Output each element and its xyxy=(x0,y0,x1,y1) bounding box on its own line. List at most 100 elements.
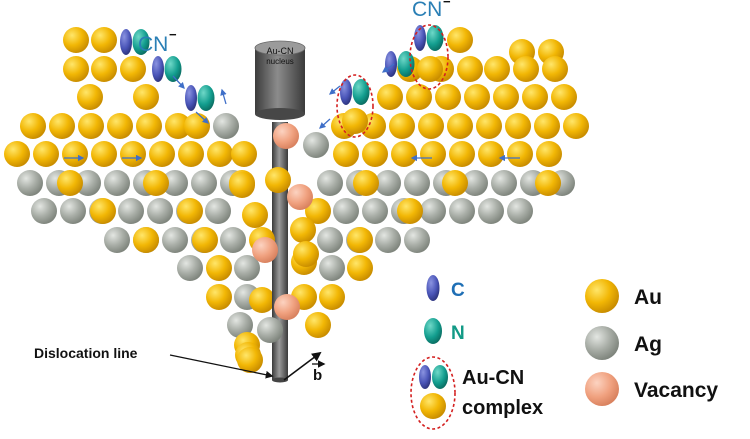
lattice-back xyxy=(4,27,589,368)
ag-atom xyxy=(162,170,188,196)
au-atom xyxy=(184,113,210,139)
ag-atom xyxy=(507,198,533,224)
au-atom xyxy=(534,113,560,139)
au-atom xyxy=(505,113,531,139)
nucleus-label-line2: nucleus xyxy=(266,57,294,66)
n-atom xyxy=(426,25,444,51)
au-atom xyxy=(49,113,75,139)
legend-ag-swatch xyxy=(585,326,619,360)
au-atom xyxy=(20,113,46,139)
au-atom xyxy=(484,56,510,82)
au-atom xyxy=(347,255,373,281)
au-atom xyxy=(77,84,103,110)
migration-arrows xyxy=(64,63,520,162)
au-atom xyxy=(536,141,562,167)
legend-c-label: C xyxy=(451,280,465,301)
au-atom xyxy=(442,170,468,196)
c-atom xyxy=(340,79,352,105)
au-atom xyxy=(493,84,519,110)
au-atom xyxy=(447,27,473,53)
au-atom xyxy=(192,227,218,253)
au-atom xyxy=(90,198,116,224)
au-atom xyxy=(206,284,232,310)
complex-ring-middle xyxy=(336,74,374,138)
au-atom xyxy=(178,141,204,167)
ag-atom xyxy=(478,198,504,224)
vacancy xyxy=(287,184,313,210)
au-atom xyxy=(33,141,59,167)
au-atom xyxy=(133,227,159,253)
ag-atom xyxy=(362,198,388,224)
n-atom xyxy=(197,85,215,111)
n-atom xyxy=(352,79,370,105)
au-atom xyxy=(62,141,88,167)
legend-complex-label-line1: Au-CN xyxy=(462,367,524,389)
complex-ring-top xyxy=(409,24,449,90)
au-atom xyxy=(290,217,316,243)
c-atom xyxy=(185,85,197,111)
au-atom xyxy=(435,84,461,110)
au-atom xyxy=(136,113,162,139)
vacancy xyxy=(273,123,299,149)
au-atom xyxy=(535,170,561,196)
ag-atom xyxy=(257,317,283,343)
n-atom xyxy=(397,51,415,77)
au-atom xyxy=(319,284,345,310)
arrow-diag-right-3 xyxy=(319,118,331,129)
legend-vacancy: Vacancy xyxy=(585,372,718,406)
au-atom xyxy=(333,141,359,167)
au-atom xyxy=(478,141,504,167)
ag-atom xyxy=(104,170,130,196)
au-atom xyxy=(342,108,368,134)
au-atom xyxy=(447,113,473,139)
au-atom xyxy=(4,141,30,167)
ag-atom xyxy=(462,170,488,196)
au-atom xyxy=(305,198,331,224)
au-atom xyxy=(91,56,117,82)
au-atom xyxy=(143,170,169,196)
legend-vacancy-label: Vacancy xyxy=(634,379,718,402)
lattice-front xyxy=(229,123,319,373)
legend-au-label: Au xyxy=(634,286,662,309)
legend: C N Au-CN complex Au Ag Vacancy xyxy=(410,275,718,430)
legend-c: C xyxy=(426,275,465,301)
ag-atom xyxy=(333,198,359,224)
legend-n-label: N xyxy=(451,323,465,344)
ag-atom xyxy=(317,170,343,196)
au-atom xyxy=(464,84,490,110)
ag-atom xyxy=(234,255,260,281)
au-atom xyxy=(242,202,268,228)
au-atom xyxy=(551,84,577,110)
au-atom xyxy=(107,113,133,139)
cn-label-left: CN xyxy=(138,33,168,56)
ag-atom xyxy=(60,198,86,224)
arrow-diag-right-1 xyxy=(381,63,395,73)
ag-atom xyxy=(213,113,239,139)
ag-atom xyxy=(177,255,203,281)
au-atom xyxy=(91,141,117,167)
arrow-diag-left-2 xyxy=(195,111,209,124)
ag-atom xyxy=(31,198,57,224)
au-atom xyxy=(406,84,432,110)
burgers-vector-label: b xyxy=(313,367,322,384)
ag-atom xyxy=(220,227,246,253)
au-atom xyxy=(347,227,373,253)
complex-rings xyxy=(336,24,449,138)
ag-atom xyxy=(317,227,343,253)
au-atom xyxy=(377,84,403,110)
arrow-up-left xyxy=(220,88,227,105)
au-atom xyxy=(265,167,291,193)
au-cn-nucleus: Au-CN nucleus xyxy=(254,40,306,120)
legend-vacancy-swatch xyxy=(585,372,619,406)
au-atom xyxy=(305,312,331,338)
ag-atom xyxy=(147,198,173,224)
au-atom xyxy=(120,141,146,167)
au-atom xyxy=(389,113,415,139)
burgers-vector-arrow xyxy=(283,351,322,381)
legend-ag: Ag xyxy=(585,326,662,360)
au-atom xyxy=(397,198,423,224)
au-atom xyxy=(417,56,443,82)
cn-label-right: CN xyxy=(412,0,442,21)
nucleus-label-line1: Au-CN xyxy=(266,46,293,56)
